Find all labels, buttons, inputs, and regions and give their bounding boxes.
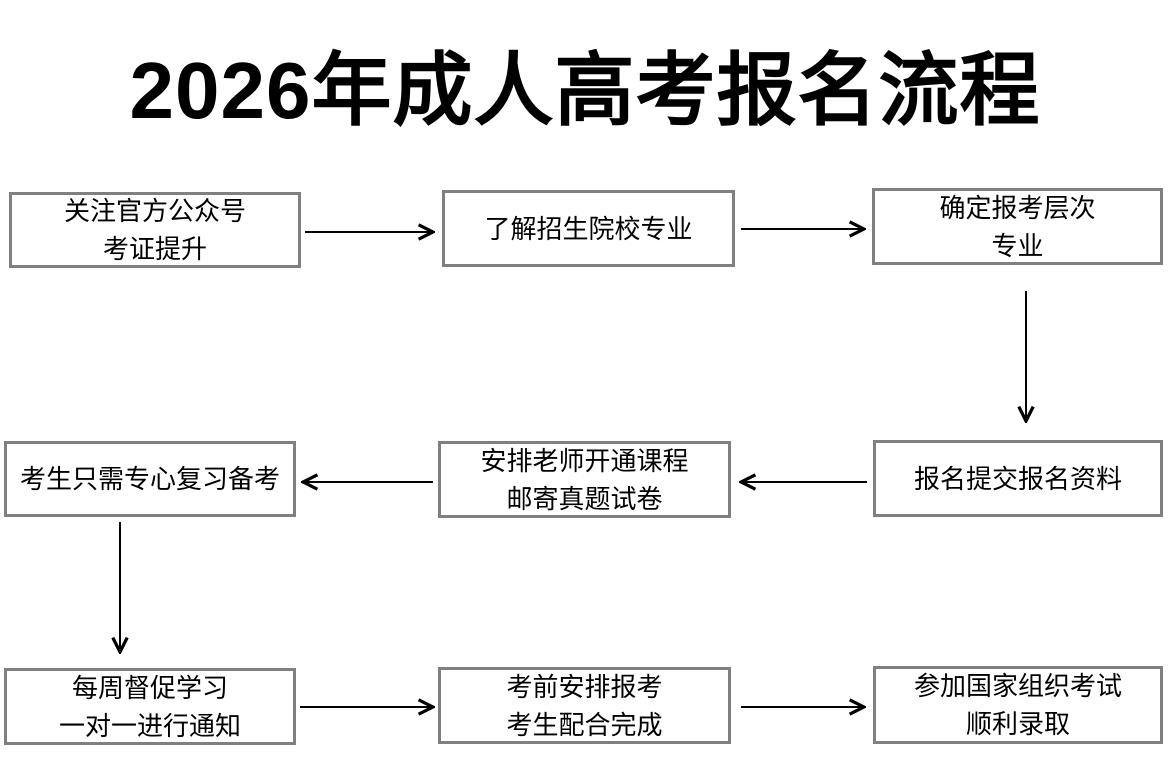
node-text-line: 专业 — [991, 230, 1044, 261]
flow-node-focus-on-review: 考生只需专心复习备考 — [4, 441, 296, 517]
node-text-line: 顺利录取 — [965, 709, 1070, 739]
node-text-line: 关注官方公众号 — [63, 196, 246, 226]
flow-node-determine-level-major: 确定报考层次 专业 — [872, 188, 1163, 265]
node-text-line: 考生配合完成 — [506, 709, 663, 740]
node-text-line: 考前安排报考 — [506, 671, 663, 702]
node-text-line: 每周督促学习 — [71, 672, 228, 703]
node-text-line: 了解招生院校专业 — [484, 213, 693, 244]
node-text-line: 确定报考层次 — [939, 192, 1096, 223]
flow-node-national-exam-admission: 参加国家组织考试 顺利录取 — [873, 666, 1163, 744]
node-text-line: 考生只需专心复习备考 — [19, 464, 280, 494]
flow-node-follow-official-account: 关注官方公众号 考证提升 — [9, 192, 301, 268]
page-title: 2026年成人高考报名流程 — [129, 46, 1041, 135]
flow-node-learn-schools-majors: 了解招生院校专业 — [442, 190, 735, 267]
node-text-line: 参加国家组织考试 — [913, 671, 1122, 701]
flow-node-weekly-supervision-notice: 每周督促学习 一对一进行通知 — [4, 668, 296, 745]
flow-node-preexam-arrangement: 考前安排报考 考生配合完成 — [438, 667, 731, 744]
node-text-line: 安排老师开通课程 — [480, 445, 689, 476]
node-text-line: 一对一进行通知 — [58, 710, 241, 741]
node-text-line: 邮寄真题试卷 — [506, 483, 663, 514]
node-text-line: 报名提交报名资料 — [913, 463, 1122, 494]
flow-node-open-courses-mail-papers: 安排老师开通课程 邮寄真题试卷 — [438, 441, 731, 518]
node-text-line: 考证提升 — [102, 234, 207, 264]
flow-node-submit-registration-materials: 报名提交报名资料 — [873, 440, 1163, 517]
